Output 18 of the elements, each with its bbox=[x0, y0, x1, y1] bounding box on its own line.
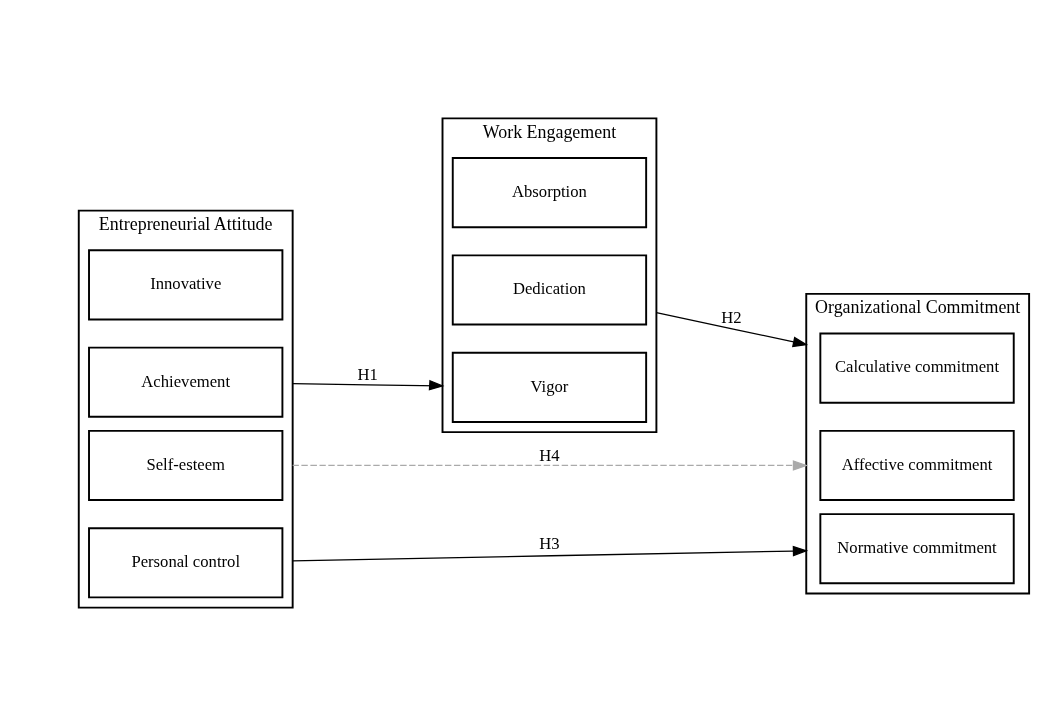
node-box: Dedication bbox=[451, 254, 648, 326]
edge-label: H3 bbox=[539, 534, 560, 554]
arrow bbox=[292, 460, 809, 471]
edge-label: H4 bbox=[539, 445, 560, 465]
arrow bbox=[292, 545, 809, 562]
node-box: Calculative commitment bbox=[819, 332, 1015, 404]
node-box: Innovative bbox=[88, 249, 284, 321]
edge-label: H2 bbox=[721, 307, 742, 327]
node-box: Personal control bbox=[88, 527, 284, 599]
arrow bbox=[655, 311, 809, 348]
node-box: Self-esteem bbox=[88, 429, 284, 501]
node-box: Vigor bbox=[451, 351, 648, 423]
arrow bbox=[292, 379, 445, 391]
edge-label: H1 bbox=[357, 365, 378, 385]
node-box: Absorption bbox=[451, 157, 648, 229]
node-box: Affective commitment bbox=[819, 429, 1015, 501]
node-box: Normative commitment bbox=[819, 513, 1015, 585]
node-box: Achievement bbox=[88, 346, 284, 418]
